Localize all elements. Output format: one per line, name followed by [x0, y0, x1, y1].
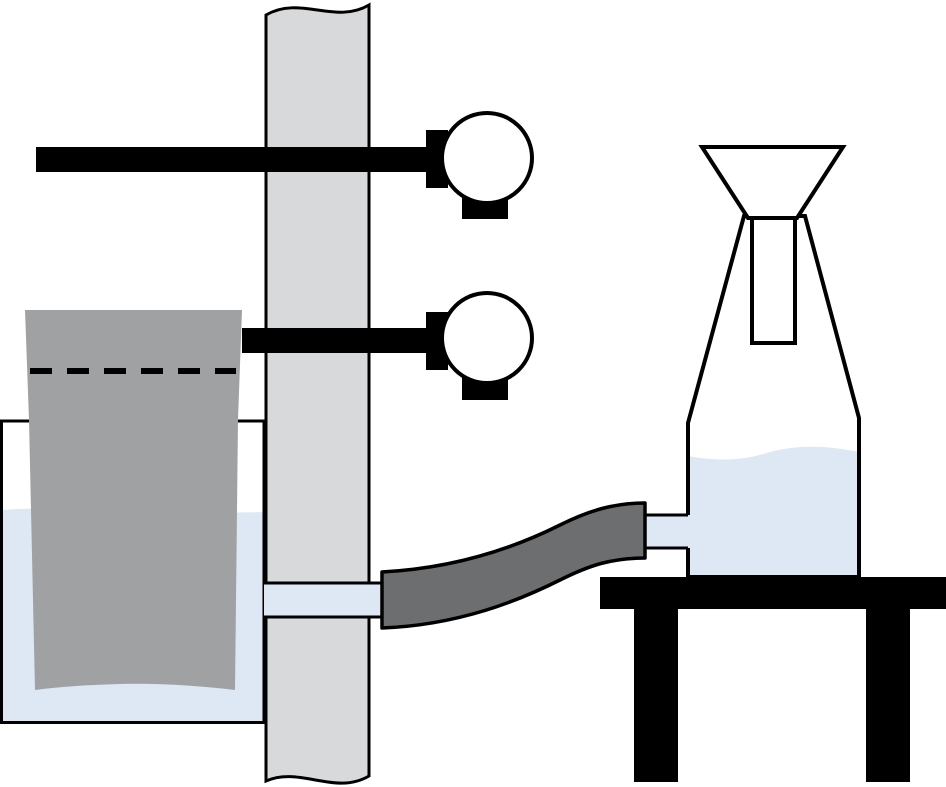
funnel-stem: [750, 216, 797, 345]
tank-outlet: [264, 581, 382, 619]
upper-clamp-knob: [440, 111, 534, 205]
bottle-outlet-water: [645, 515, 688, 548]
bottle-outline: [686, 214, 861, 579]
upper-clamp: [36, 111, 534, 219]
bag-sheet: [25, 310, 242, 690]
bench-leg-left: [634, 605, 678, 782]
stand-rod: [264, 2, 371, 785]
connecting-tube: [380, 501, 647, 630]
bench-leg-right: [866, 605, 910, 782]
lower-clamp-knob: [440, 291, 534, 385]
funnel: [698, 145, 847, 345]
collection-bottle: [645, 214, 861, 579]
lower-clamp-arm: [242, 328, 436, 353]
upper-clamp-arm: [36, 147, 436, 172]
bench: [600, 577, 946, 782]
lower-clamp: [242, 291, 534, 400]
funnel-cone: [698, 145, 847, 220]
bottle-water: [688, 446, 859, 577]
tube-hose: [380, 501, 647, 630]
gray-bag: [25, 310, 242, 690]
bench-top: [600, 577, 946, 609]
outlet-water-channel: [264, 583, 382, 617]
rod-body: [264, 2, 371, 785]
